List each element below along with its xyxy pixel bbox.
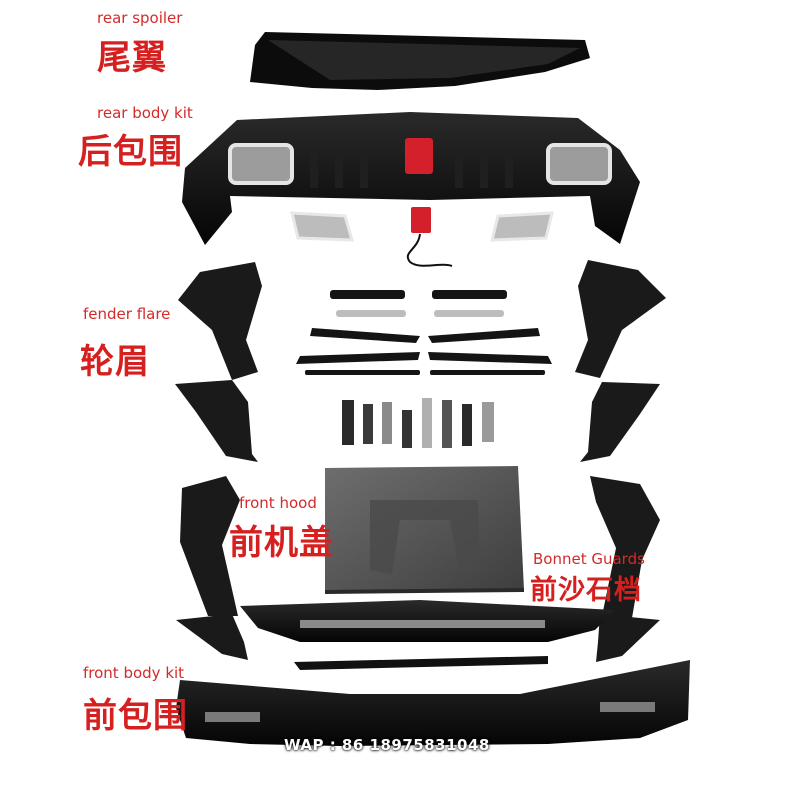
rear-body-kit-label-en: rear body kit [97,104,193,122]
fender-flares-right [575,260,666,662]
front-hood-label-cn: 前机盖 [229,523,334,563]
front-body-kit [176,660,690,746]
front-body-kit-label-cn: 前包围 [83,696,188,736]
rear-body-kit [182,112,640,245]
bonnet-guards-label-en: Bonnet Guards [533,550,645,568]
contact-watermark: WAP : 86 18975831048 [284,736,490,754]
rear-spoiler [250,32,590,90]
front-hood [324,466,525,594]
exhaust-tips [290,207,554,267]
front-lip [240,600,615,670]
fender-flares-left [175,262,262,660]
vertical-trim-pieces [342,398,494,448]
rear-spoiler-label-en: rear spoiler [97,9,183,27]
rear-spoiler-label-cn: 尾翼 [97,38,167,78]
front-hood-label-en: front hood [239,494,317,512]
grille-trims [296,290,552,375]
fender-flare-label-en: fender flare [83,305,171,323]
rear-body-kit-label-cn: 后包围 [78,132,183,172]
front-body-kit-label-en: front body kit [83,664,185,682]
fender-flare-label-cn: 轮眉 [80,342,150,382]
bonnet-guards-label-cn: 前沙石档 [530,575,642,606]
